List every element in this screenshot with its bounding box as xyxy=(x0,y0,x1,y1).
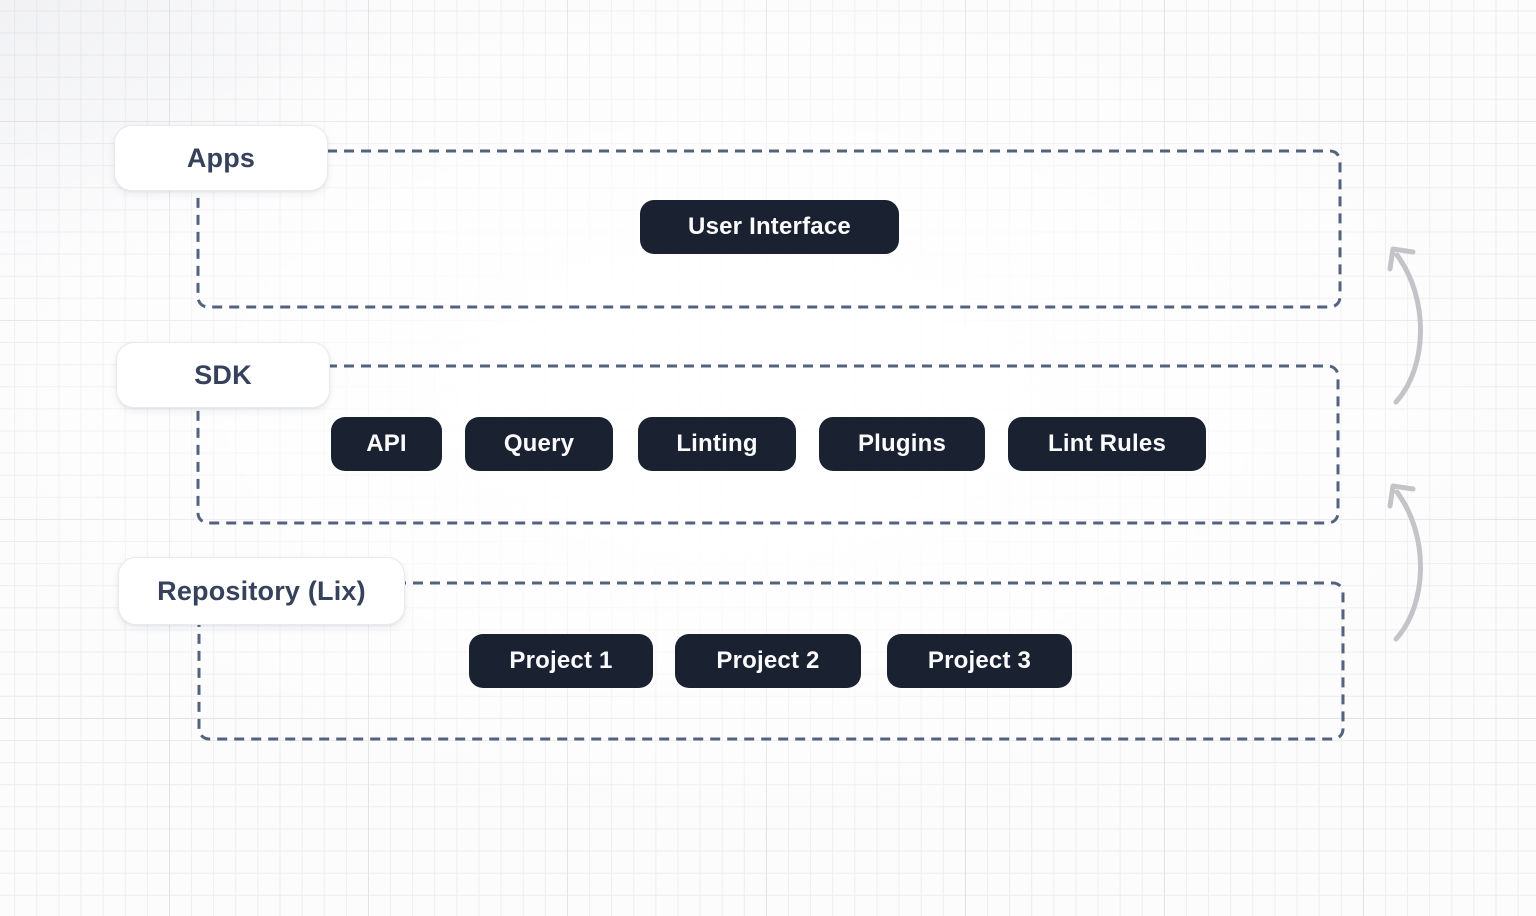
node-project-2-text: Project 2 xyxy=(716,647,820,674)
layer-frame-apps xyxy=(196,149,1342,309)
node-user-interface-text: User Interface xyxy=(688,213,851,240)
node-project-1: Project 1 xyxy=(469,634,653,688)
layer-label-repository: Repository (Lix) xyxy=(118,557,405,625)
layer-label-sdk-text: SDK xyxy=(194,359,252,390)
node-lint-rules: Lint Rules xyxy=(1008,417,1206,471)
node-project-3-text: Project 3 xyxy=(927,647,1032,674)
node-project-2: Project 2 xyxy=(675,634,861,688)
node-project-3: Project 3 xyxy=(887,634,1072,688)
node-plugins-text: Plugins xyxy=(857,430,947,457)
node-project-1-text: Project 1 xyxy=(509,647,613,674)
node-linting-text: Linting xyxy=(676,430,758,457)
layer-label-sdk: SDK xyxy=(116,342,330,408)
node-linting: Linting xyxy=(638,417,796,471)
layer-label-apps-text: Apps xyxy=(186,142,256,173)
node-plugins: Plugins xyxy=(819,417,985,471)
node-api: API xyxy=(331,417,442,471)
layer-label-apps: Apps xyxy=(114,125,328,191)
node-query: Query xyxy=(465,417,613,471)
layer-frame-repository xyxy=(197,581,1345,741)
node-lint-rules-text: Lint Rules xyxy=(1047,430,1166,457)
curved-up-arrow-icon xyxy=(1387,483,1423,642)
node-user-interface: User Interface xyxy=(640,200,899,254)
curved-up-arrow-icon xyxy=(1387,246,1423,405)
layer-label-repository-text: Repository (Lix) xyxy=(157,575,366,606)
node-query-text: Query xyxy=(503,430,575,457)
node-api-text: API xyxy=(366,430,407,457)
